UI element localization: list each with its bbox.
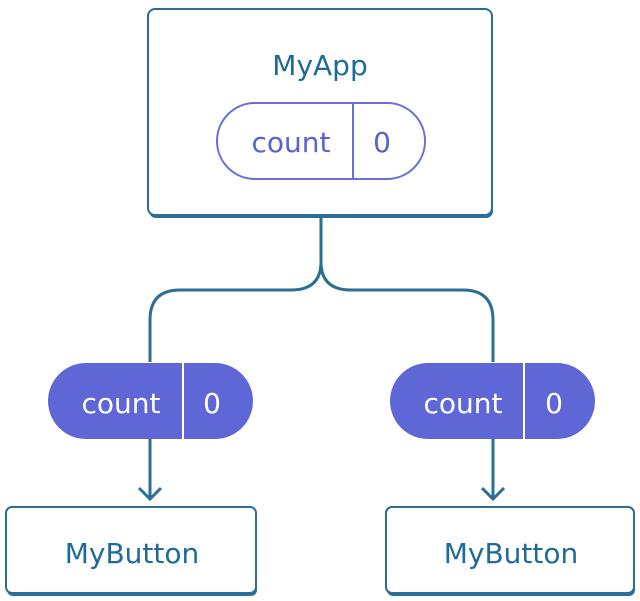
right-prop-name: count: [424, 387, 503, 420]
connector-to-right-child: [319, 261, 495, 362]
myapp-title: MyApp: [272, 49, 367, 82]
left-mybutton-title: MyButton: [65, 537, 200, 570]
right-mybutton-box: [385, 506, 635, 594]
tree-connectors: [137, 217, 506, 502]
myapp-state-pill-outline: [216, 102, 426, 180]
right-prop-pill: count 0: [390, 363, 595, 439]
right-prop-value: 0: [545, 387, 563, 420]
left-prop-value: 0: [203, 387, 221, 420]
arrow-down-icon: [480, 486, 506, 502]
left-mybutton-box: [5, 506, 257, 594]
arrow-down-icon: [137, 486, 163, 502]
myapp-state-value: 0: [373, 126, 391, 159]
myapp-component: MyApp count 0: [147, 8, 493, 218]
left-prop-name: count: [82, 387, 161, 420]
right-prop-pill-fill: [390, 363, 595, 439]
right-mybutton-title: MyButton: [444, 537, 579, 570]
left-mybutton-component: MyButton: [5, 506, 257, 596]
right-mybutton-component: MyButton: [385, 506, 635, 596]
connector-to-left-child: [148, 217, 323, 362]
left-prop-pill-fill: [48, 363, 253, 439]
myapp-state-pill: count 0: [216, 102, 426, 180]
myapp-state-name: count: [252, 126, 331, 159]
left-prop-pill: count 0: [48, 363, 253, 439]
